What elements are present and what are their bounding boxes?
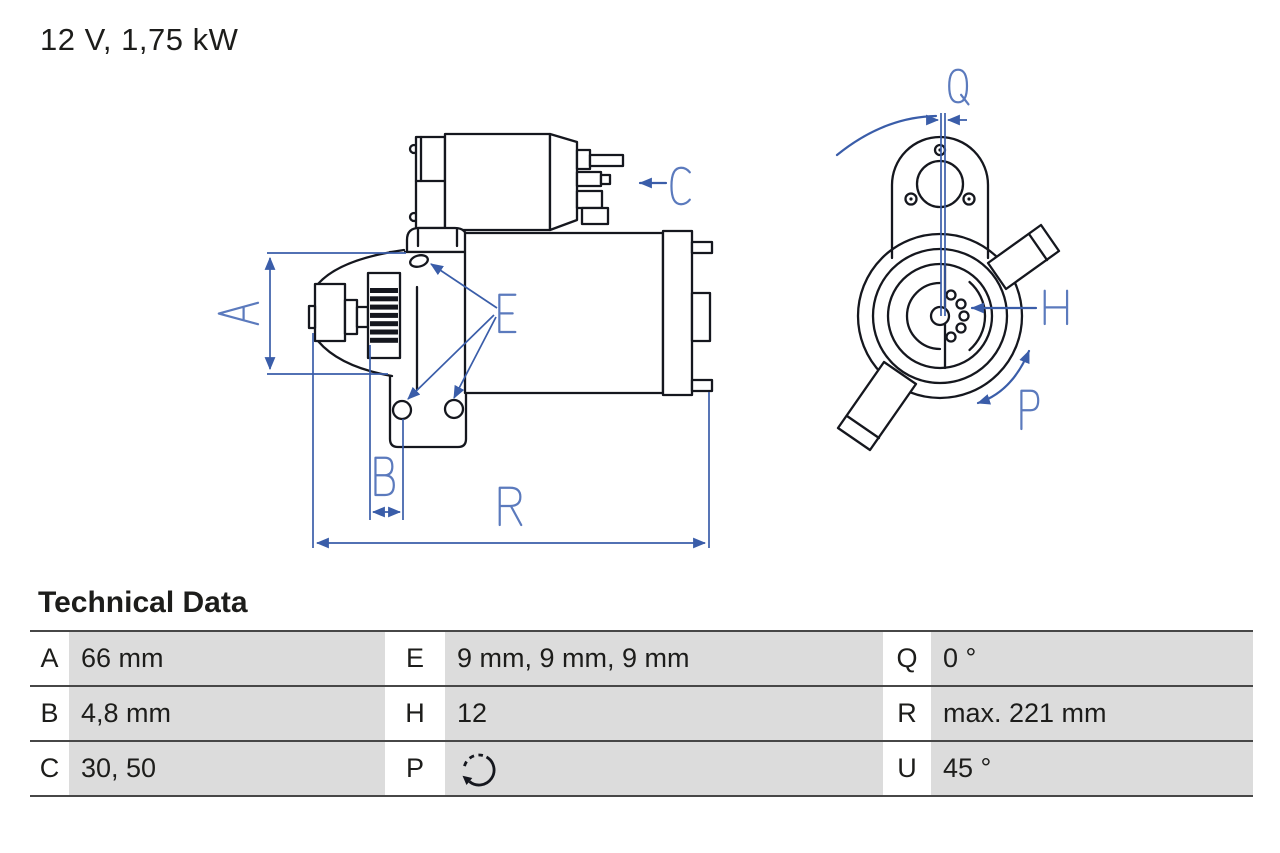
table-value-c: 30, 50 [69,742,385,795]
dim-label-p [1021,391,1038,429]
table-row: A 66 mm E 9 mm, 9 mm, 9 mm Q 0 ° [30,630,1253,685]
end-flange [890,135,990,260]
table-value-a: 66 mm [69,632,385,685]
dim-label-q [949,70,968,105]
dimension-r [312,333,710,549]
dimension-q [835,70,968,316]
dim-label-r [500,488,521,525]
table-key-c: C [30,742,69,795]
dim-label-b [375,458,393,495]
table-value-r: max. 221 mm [931,687,1253,740]
table-key-b: B [30,687,69,740]
side-view [219,132,714,549]
solenoid [408,132,625,232]
dim-label-e [499,295,515,332]
mounting-lug [836,360,918,452]
pinion-gear [366,271,402,360]
dimension-a [219,252,406,375]
table-value-b: 4,8 mm [69,687,385,740]
dimension-e [407,263,515,400]
mounting-lug [986,223,1061,291]
table-key-q: Q [883,632,931,685]
terminal-stud [588,153,625,168]
section-heading: Technical Data [38,586,248,619]
dim-label-h [1045,291,1067,324]
table-row: C 30, 50 P U 45 ° [30,740,1253,795]
shaft-center-hole [929,305,951,327]
table-value-p [445,742,883,795]
terminal-stud [575,148,592,171]
terminal-stud [575,170,603,188]
technical-drawing [0,0,1280,549]
flange-hole [409,254,429,268]
table-value-q: 0 ° [931,632,1253,685]
end-view [835,70,1067,452]
rotation-direction-icon [462,753,496,786]
dimension-h [970,291,1067,324]
housing-outline [856,232,1024,400]
dim-label-c [671,168,689,204]
technical-data-table: A 66 mm E 9 mm, 9 mm, 9 mm Q 0 ° B 4,8 m… [30,630,1253,797]
table-key-u: U [883,742,931,795]
table-key-p: P [385,742,445,795]
flange-hole [391,399,413,421]
flange-hole [443,398,465,420]
pilot-hole [915,159,965,209]
table-key-e: E [385,632,445,685]
table-key-a: A [30,632,69,685]
table-value-e: 9 mm, 9 mm, 9 mm [445,632,883,685]
dimension-c [638,168,690,204]
motor-body [463,229,714,397]
terminal-stud [575,189,604,210]
table-key-r: R [883,687,931,740]
dimension-b [369,345,404,520]
table-value-h: 12 [445,687,883,740]
table-key-h: H [385,687,445,740]
table-row: B 4,8 mm H 12 R max. 221 mm [30,685,1253,740]
page-title: 12 V, 1,75 kW [40,22,239,57]
dim-label-a [219,303,258,324]
table-value-u: 45 ° [931,742,1253,795]
